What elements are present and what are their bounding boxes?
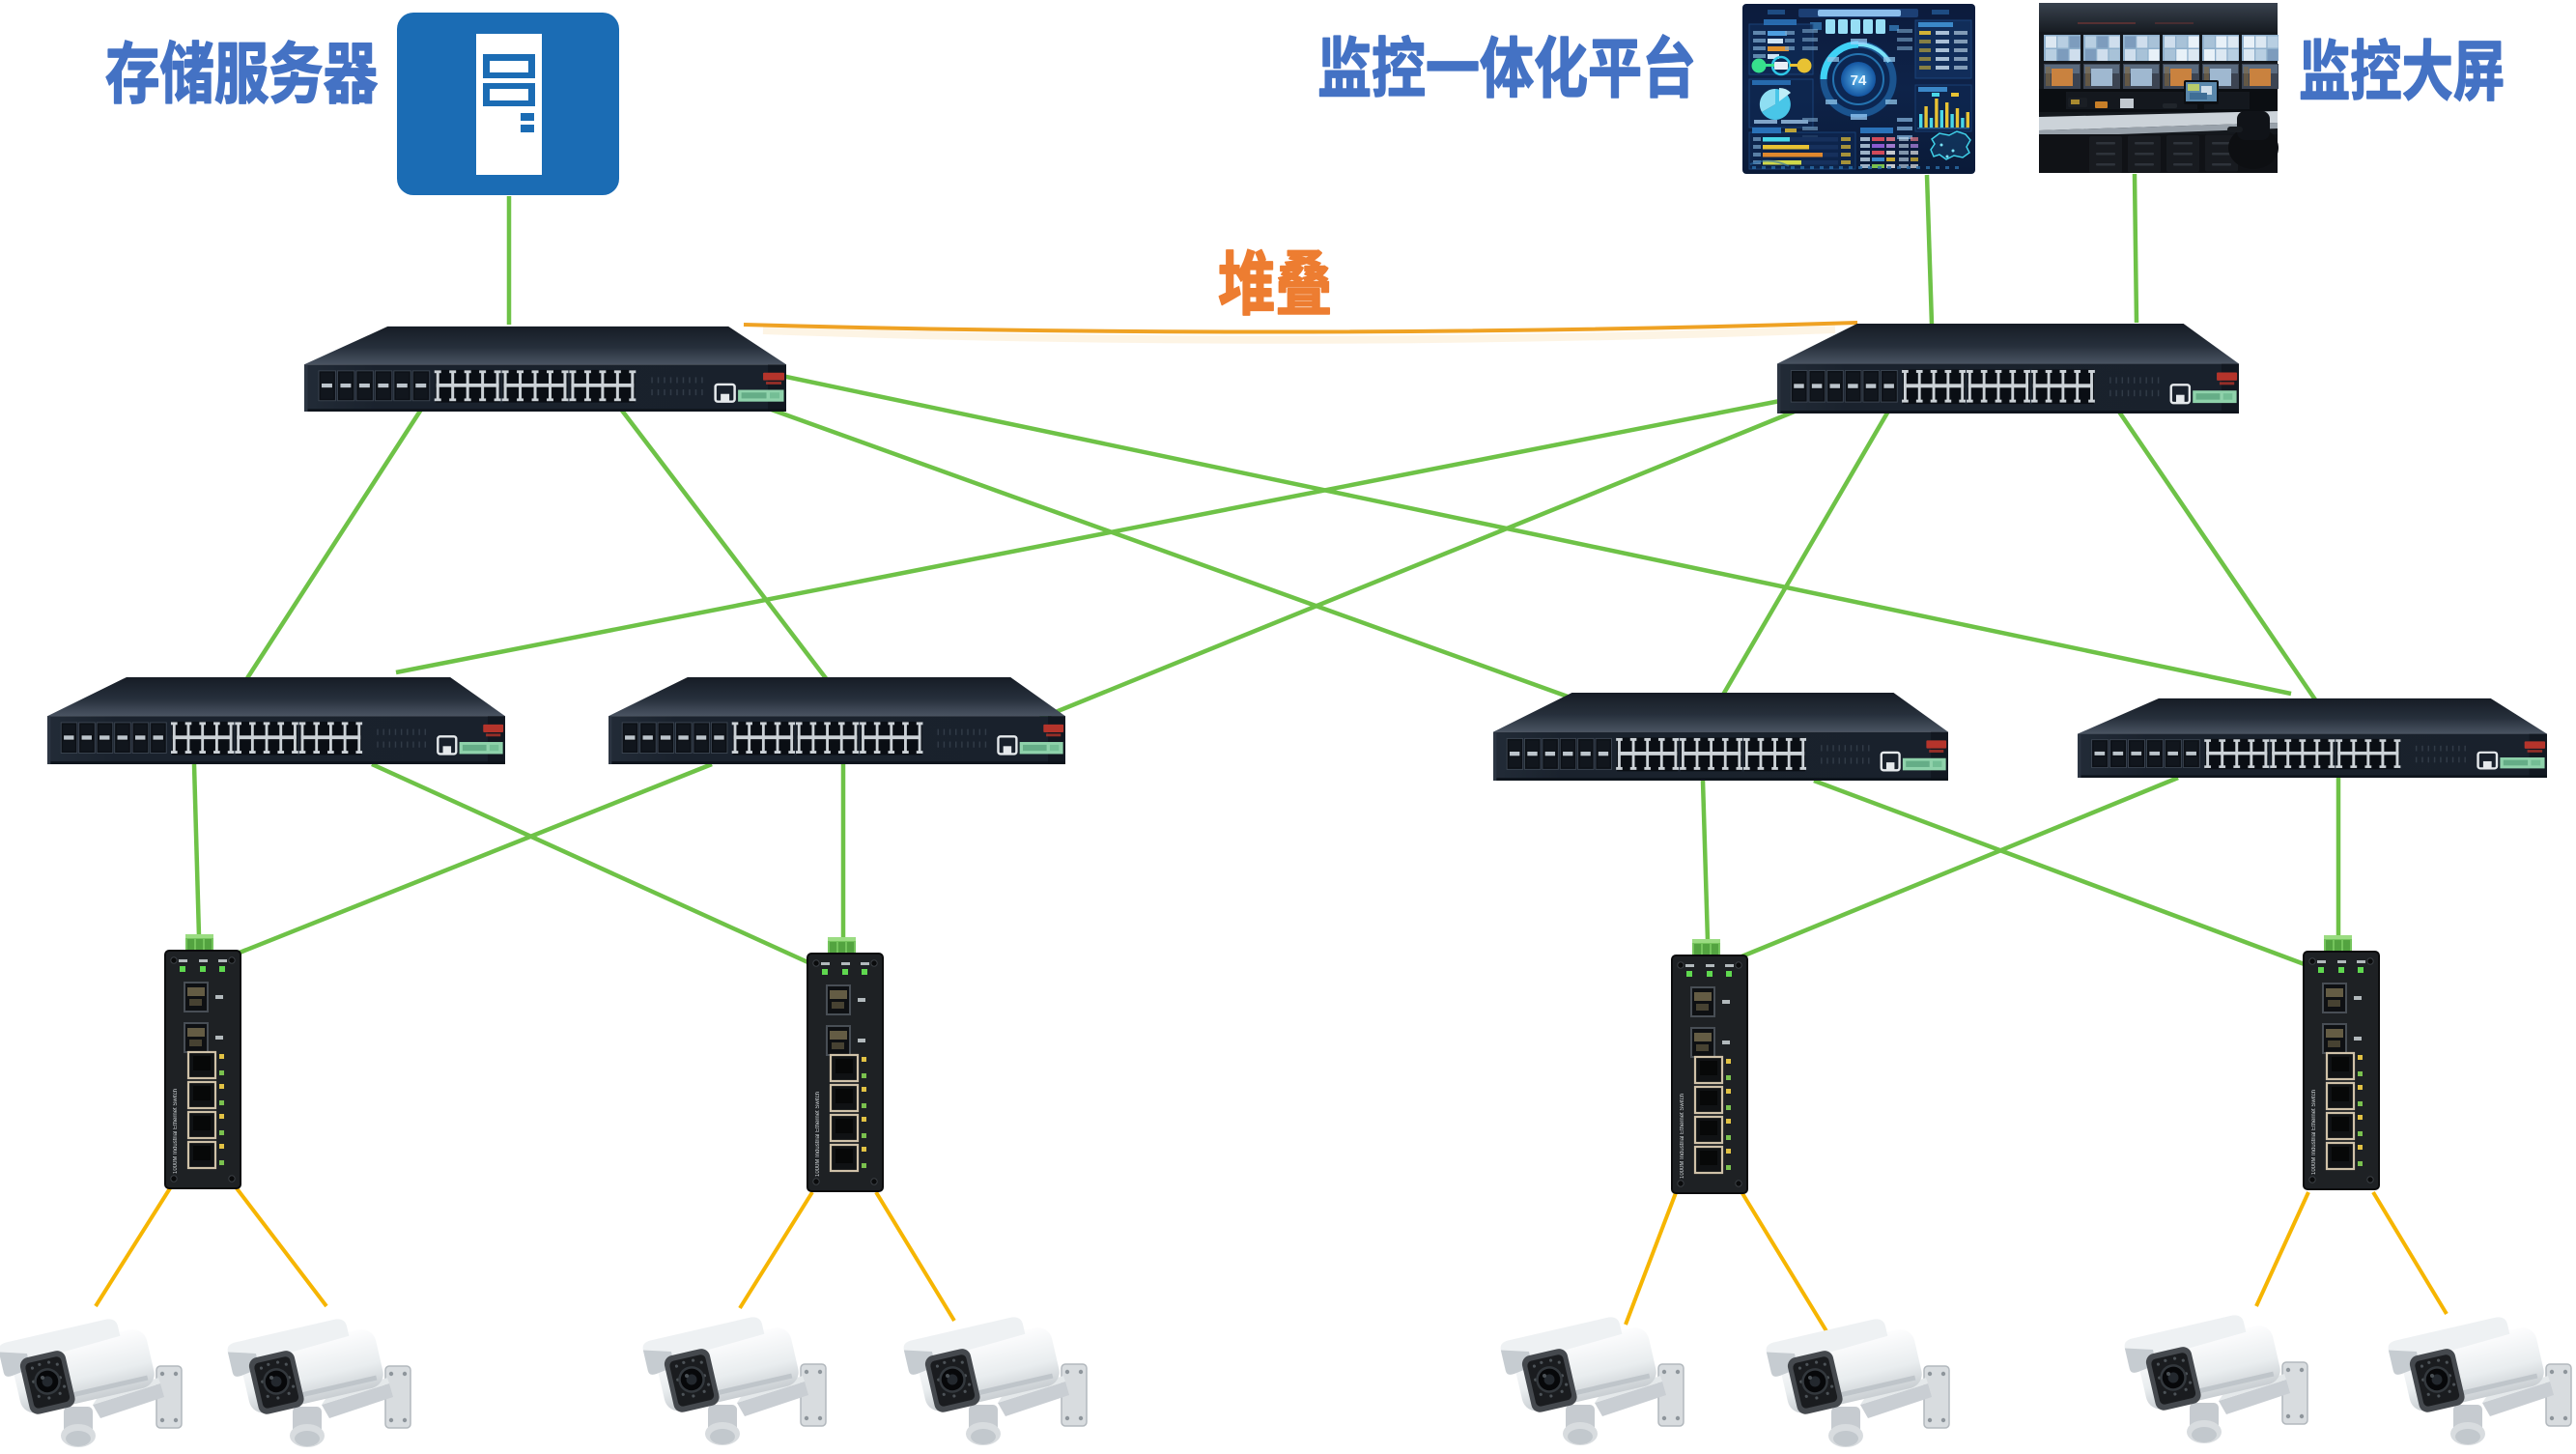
svg-text:1000M Industrial Ethernet Swit: 1000M Industrial Ethernet Switch	[173, 1089, 179, 1174]
svg-text:1000M Industrial Ethernet Swit: 1000M Industrial Ethernet Switch	[2311, 1090, 2317, 1175]
svg-text:74: 74	[1851, 72, 1867, 89]
svg-text:1000M Industrial Ethernet Swit: 1000M Industrial Ethernet Switch	[815, 1092, 821, 1177]
svg-text:1000M Industrial Ethernet Swit: 1000M Industrial Ethernet Switch	[1680, 1094, 1685, 1179]
